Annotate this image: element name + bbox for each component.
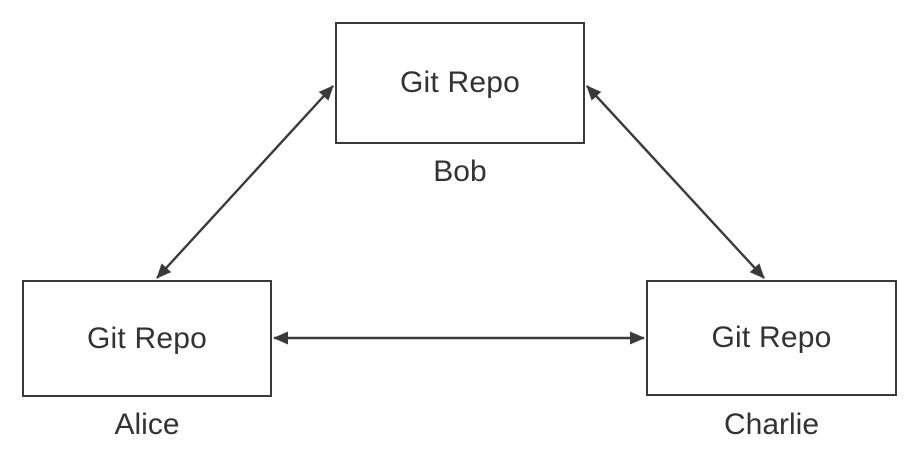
node-bob-caption: Bob — [433, 155, 487, 188]
node-charlie[interactable]: Git Repo — [646, 280, 897, 396]
node-alice-title: Git Repo — [87, 321, 207, 355]
node-alice-caption: Alice — [114, 408, 180, 441]
node-bob[interactable]: Git Repo — [335, 22, 585, 144]
node-bob-title: Git Repo — [400, 66, 520, 99]
edge-alice-bob — [156, 85, 334, 279]
edge-bob-charlie — [586, 85, 765, 279]
node-charlie-title: Git Repo — [711, 321, 832, 354]
node-alice[interactable]: Git Repo — [22, 280, 272, 397]
node-charlie-caption: Charlie — [723, 408, 820, 441]
